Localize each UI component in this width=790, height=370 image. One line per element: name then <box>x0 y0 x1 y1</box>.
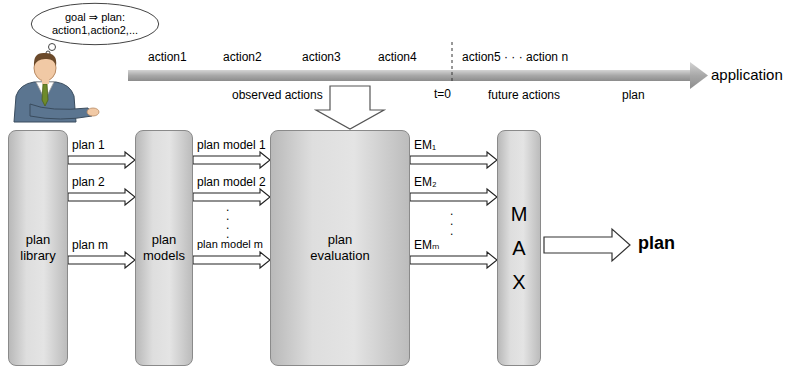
person-figure <box>42 84 48 106</box>
timeline-arrow <box>690 62 708 89</box>
action-label: action4 <box>378 50 417 64</box>
flow-arrow <box>410 152 497 168</box>
cloud-outline <box>31 3 158 44</box>
ellipsis-dot: . <box>450 207 453 215</box>
person-figure <box>14 44 99 123</box>
flow-arrow <box>193 252 270 268</box>
ellipsis-dot: . <box>450 227 453 235</box>
flow-arrow <box>410 189 497 205</box>
timeline-note: observed actions <box>232 88 323 102</box>
action-label: action5 · · · action n <box>462 50 568 64</box>
process-box: plan evaluation <box>270 130 410 366</box>
ellipsis-dot: . <box>226 212 229 220</box>
timeline-arrow <box>128 70 692 81</box>
edge-label: plan 2 <box>72 175 105 189</box>
edge-label: EMₘ <box>414 238 439 252</box>
down-arrow <box>316 86 384 129</box>
edge-label: EM₂ <box>414 175 437 189</box>
result-label: plan <box>638 233 675 254</box>
person-figure <box>49 44 56 51</box>
action-label: action3 <box>302 50 341 64</box>
timeline-note: future actions <box>488 88 560 102</box>
ellipsis-dot: . <box>226 221 229 229</box>
process-box: plan models <box>135 130 193 366</box>
person-figure <box>34 53 56 66</box>
node-text: plan models <box>140 232 188 265</box>
output-arrow <box>544 229 630 261</box>
flow-arrow <box>68 252 135 268</box>
down-arrow <box>316 86 384 129</box>
node-text: goal ⇒ plan: <box>65 11 125 24</box>
edge-label: plan m <box>72 238 108 252</box>
timeline-note: plan <box>622 88 645 102</box>
action-label: action1 <box>148 50 187 64</box>
ellipsis-dot: . <box>450 217 453 225</box>
ellipsis-dot: . <box>226 203 229 211</box>
edge-label: plan model m <box>197 238 263 250</box>
flow-arrow <box>193 189 270 205</box>
node-text: plan library <box>13 232 63 265</box>
person-figure <box>42 79 49 84</box>
node-text: action1,action2,... <box>52 24 138 37</box>
timeline-arrow <box>128 62 708 89</box>
edge-label: plan model 2 <box>197 175 266 189</box>
process-box: plan library <box>8 130 68 366</box>
output-arrow <box>544 229 630 261</box>
person-figure <box>87 108 99 116</box>
action-label: action2 <box>223 50 262 64</box>
node-text: plan evaluation <box>300 232 380 265</box>
thought-bubble: goal ⇒ plan:action1,action2,... <box>30 2 160 46</box>
ellipsis-dot: . <box>226 230 229 238</box>
person-figure <box>30 104 92 119</box>
timeline-end-label: application <box>711 66 783 83</box>
max-box: MAX <box>497 130 541 366</box>
flow-arrow <box>68 189 135 205</box>
flow-arrow <box>193 152 270 168</box>
flow-arrow <box>410 252 497 268</box>
node-text: MAX <box>509 197 529 299</box>
flow-arrow <box>68 152 135 168</box>
edge-label: plan model 1 <box>197 138 266 152</box>
time-marker <box>452 42 453 84</box>
edge-label: EM₁ <box>414 138 436 152</box>
edge-label: plan 1 <box>72 138 105 152</box>
time-marker-label: t=0 <box>434 87 451 101</box>
